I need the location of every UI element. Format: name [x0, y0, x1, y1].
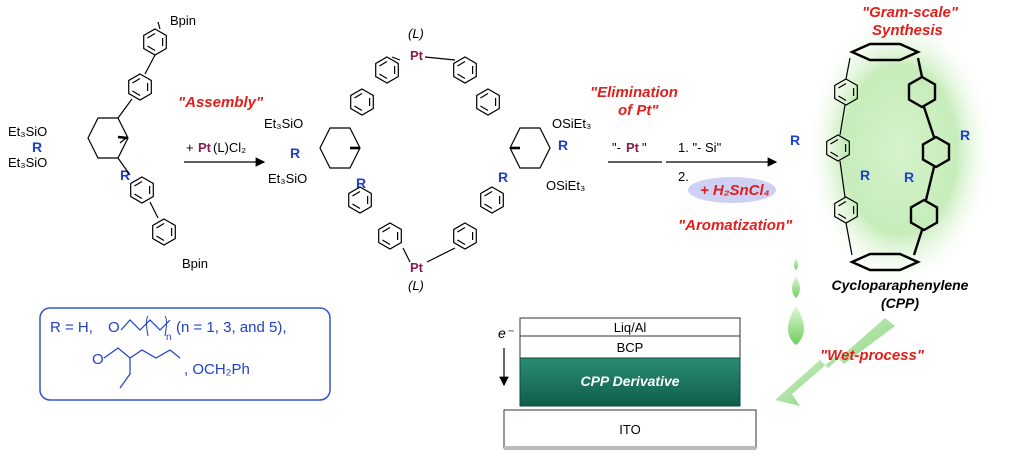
pt-top-label: Pt — [410, 48, 424, 63]
step1-label: 1. "- Si" — [678, 140, 722, 155]
r-group-n-values: (n = 1, 3, and 5), — [176, 319, 287, 336]
droplet-large — [788, 306, 804, 345]
left-et3sio-bottom: Et₃SiO — [268, 171, 307, 186]
cpp-r-2: R — [860, 167, 870, 183]
pt-macrocycle-structure: (L) Pt Pt (L) Et₃SiO Et₃SiO R R OSiEt₃ O… — [264, 26, 591, 293]
alkyl-chain-2 — [103, 347, 181, 359]
bpin-bottom-label: Bpin — [182, 256, 208, 271]
h2sncl4-highlight — [688, 177, 776, 203]
cpp-r-1: R — [790, 132, 800, 148]
alkyl-chain-branch — [119, 358, 131, 389]
cpp-r-4: R — [904, 169, 914, 185]
right-osiet3-bottom: OSiEt₃ — [546, 178, 585, 193]
et3sio-bottom-label: Et₃SiO — [8, 155, 47, 170]
macro-r-4: R — [498, 169, 508, 185]
layer-cpp-label: CPP Derivative — [580, 373, 679, 389]
layer-cathode-label: Liq/Al — [614, 320, 647, 335]
pt-bottom-label: Pt — [410, 260, 424, 275]
minus-pt-open: "- — [612, 140, 621, 155]
macro-r-2: R — [356, 175, 366, 191]
r-group-prefix: R = H, — [50, 319, 93, 336]
bpin-top-label: Bpin — [170, 13, 196, 28]
step2-label: 2. — [678, 169, 689, 184]
reagent-prefix: + — [186, 140, 194, 155]
macro-r-1: R — [290, 145, 300, 161]
layer-ito-label: ITO — [619, 422, 640, 437]
wet-process-annotation: "Wet-process" — [820, 347, 925, 364]
cpp-r-3: R — [960, 127, 970, 143]
device-stack: e⁻ Liq/Al BCP CPP Derivative ITO — [498, 317, 757, 450]
macro-r-3: R — [558, 137, 568, 153]
r-group-left-1: R — [32, 139, 42, 155]
droplet-small — [794, 258, 798, 270]
gram-scale-annotation-1: "Gram-scale" — [862, 4, 959, 21]
r-group-o1: O — [108, 319, 120, 336]
h2sncl4-label: + H₂SnCl₄ — [700, 182, 770, 199]
cpp-name: Cycloparaphenylene — [832, 277, 969, 293]
elimination-annotation-1: "Elimination — [590, 84, 678, 101]
left-et3sio-top: Et₃SiO — [264, 116, 303, 131]
reagent-pt: Pt — [198, 140, 212, 155]
r-group-n: n — [166, 332, 172, 343]
assembly-step: "Assembly" + Pt (L)Cl₂ — [178, 94, 266, 167]
layer-ito-shadow — [504, 446, 756, 450]
cpp-structure: "Gram-scale" Synthesis R R R R Cyclopara… — [790, 4, 995, 311]
alkyl-chain-1 — [120, 319, 171, 331]
bracket-right — [164, 315, 167, 337]
elimination-step: "Elimination of Pt" "- Pt " 1. "- Si" 2.… — [590, 84, 793, 234]
r-group-left-2: R — [120, 167, 130, 183]
minus-pt-pt: Pt — [626, 140, 640, 155]
wet-process-arrow — [775, 318, 895, 406]
right-osiet3-top: OSiEt₃ — [552, 116, 591, 131]
monomer-structure: Bpin Et₃SiO Et₃SiO R R Bpin — [8, 13, 208, 271]
assembly-annotation: "Assembly" — [178, 94, 264, 111]
wet-process-graphic: "Wet-process" — [775, 258, 925, 406]
gram-scale-annotation-2: Synthesis — [872, 22, 943, 39]
layer-ito — [503, 409, 757, 449]
electron-label: e⁻ — [498, 325, 515, 341]
droplet-medium — [792, 276, 800, 298]
minus-pt-close: " — [642, 140, 647, 155]
layer-bcp-label: BCP — [617, 340, 644, 355]
elimination-annotation-2: of Pt" — [618, 102, 659, 119]
r-group-definition: R = H, O n (n = 1, 3, and 5), O , OCH₂Ph — [39, 307, 331, 401]
layer-cpp — [519, 357, 741, 407]
r-group-box — [39, 307, 331, 401]
et3sio-top-label: Et₃SiO — [8, 124, 47, 139]
r-group-o2: O — [92, 351, 104, 368]
r-group-ochph: , OCH₂Ph — [184, 361, 250, 378]
aromatization-annotation: "Aromatization" — [678, 217, 793, 234]
bracket-left — [146, 315, 149, 337]
ligand-top-label: (L) — [408, 26, 424, 41]
cpp-glow — [805, 10, 995, 290]
reagent-suffix: (L)Cl₂ — [213, 140, 246, 155]
cpp-abbr: (CPP) — [881, 295, 919, 311]
ligand-bottom-label: (L) — [408, 278, 424, 293]
